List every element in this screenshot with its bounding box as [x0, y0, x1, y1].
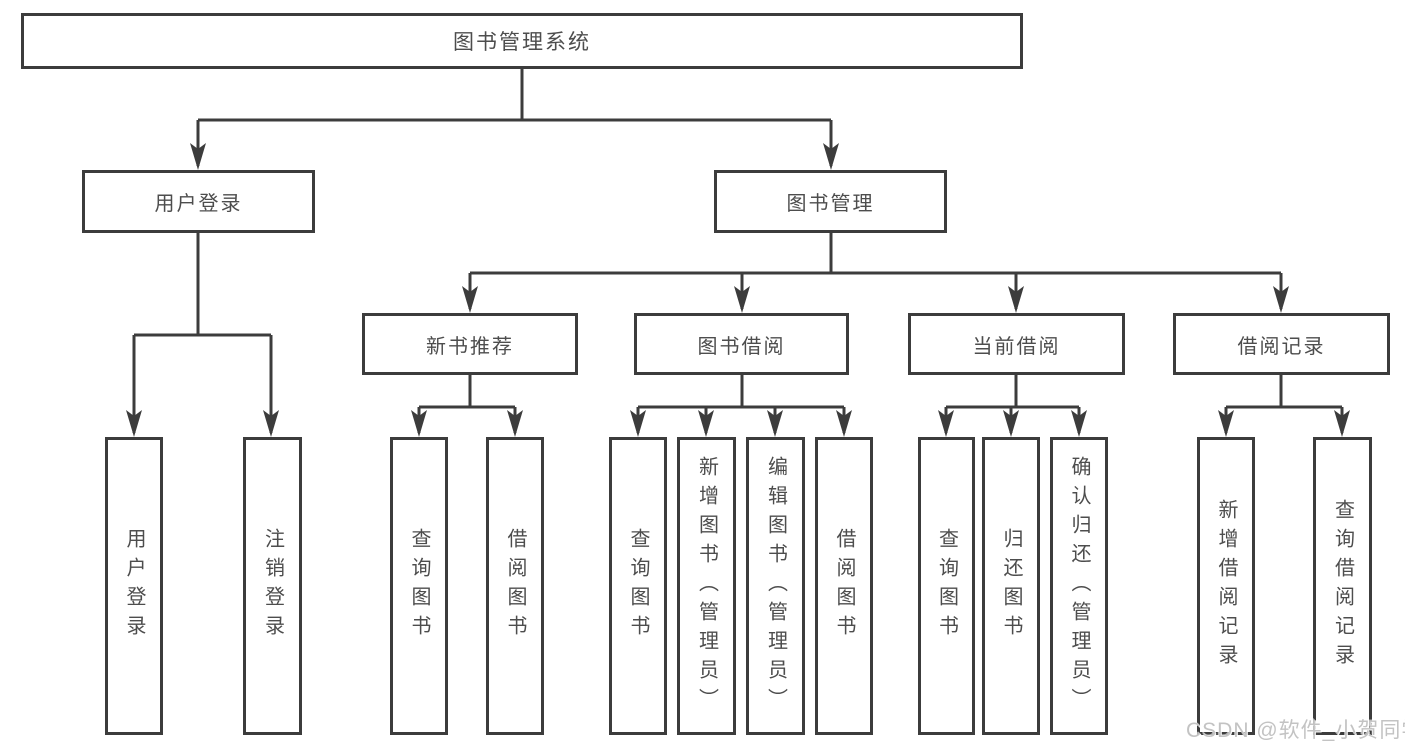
connector-userlogin-to-leaves — [132, 233, 273, 433]
node-book-management: 图书管理 — [714, 170, 947, 233]
leaf-borrow-books-2: 借阅图书 — [815, 437, 873, 735]
leaf-user-login: 用户登录 — [105, 437, 163, 735]
leaf-borrow-books-2-label: 借阅图书 — [833, 528, 855, 644]
node-book-borrow: 图书借阅 — [634, 313, 849, 375]
leaf-query-books-1-label: 查询图书 — [408, 528, 430, 644]
leaf-edit-book-admin-label: 编辑图书（管理员） — [764, 455, 787, 717]
leaf-logout: 注销登录 — [243, 437, 302, 735]
node-user-login: 用户登录 — [82, 170, 315, 233]
arrowheads — [126, 143, 1350, 437]
leaf-add-borrow-record-label: 新增借阅记录 — [1215, 499, 1237, 673]
connector-records-to-leaves — [1224, 375, 1344, 433]
leaf-borrow-books-1: 借阅图书 — [486, 437, 544, 735]
leaf-return-book-label: 归还图书 — [1000, 528, 1022, 644]
leaf-edit-book-admin: 编辑图书（管理员） — [746, 437, 805, 735]
node-book-borrow-label: 图书借阅 — [697, 335, 786, 358]
node-root-label: 图书管理系统 — [453, 31, 591, 54]
leaf-query-books-1: 查询图书 — [390, 437, 448, 735]
node-user-login-label: 用户登录 — [154, 193, 243, 215]
node-new-book-recommend: 新书推荐 — [362, 313, 578, 375]
node-book-management-label: 图书管理 — [786, 193, 875, 215]
leaf-query-books-2-label: 查询图书 — [627, 528, 649, 644]
leaf-query-books-3-label: 查询图书 — [935, 528, 958, 644]
node-borrow-records: 借阅记录 — [1173, 313, 1390, 375]
leaf-logout-label: 注销登录 — [261, 528, 284, 644]
connector-root-to-level2 — [196, 69, 833, 166]
leaf-borrow-books-1-label: 借阅图书 — [504, 528, 526, 644]
leaf-add-book-admin: 新增图书（管理员） — [677, 437, 736, 735]
leaf-confirm-return-admin-label: 确认归还（管理员） — [1068, 455, 1090, 717]
node-current-borrow: 当前借阅 — [908, 313, 1125, 375]
node-root: 图书管理系统 — [21, 13, 1023, 69]
node-current-borrow-label: 当前借阅 — [972, 335, 1061, 358]
leaf-confirm-return-admin: 确认归还（管理员） — [1050, 437, 1108, 735]
leaf-query-books-3: 查询图书 — [918, 437, 975, 735]
leaf-query-borrow-record-label: 查询借阅记录 — [1331, 499, 1354, 673]
leaf-add-book-admin-label: 新增图书（管理员） — [695, 455, 718, 717]
leaf-query-borrow-record: 查询借阅记录 — [1313, 437, 1372, 735]
connector-bookmgmt-to-level3 — [468, 233, 1283, 309]
leaf-return-book: 归还图书 — [982, 437, 1040, 735]
leaf-query-books-2: 查询图书 — [609, 437, 667, 735]
csdn-watermark: CSDN @软件_小贺同学 — [1186, 719, 1405, 742]
node-borrow-records-label: 借阅记录 — [1237, 335, 1326, 358]
node-new-book-recommend-label: 新书推荐 — [426, 335, 514, 358]
leaf-user-login-label: 用户登录 — [123, 528, 145, 644]
connector-borrow-to-leaves — [636, 375, 846, 433]
connector-newbook-to-leaves — [417, 375, 517, 433]
leaf-add-borrow-record: 新增借阅记录 — [1197, 437, 1255, 735]
